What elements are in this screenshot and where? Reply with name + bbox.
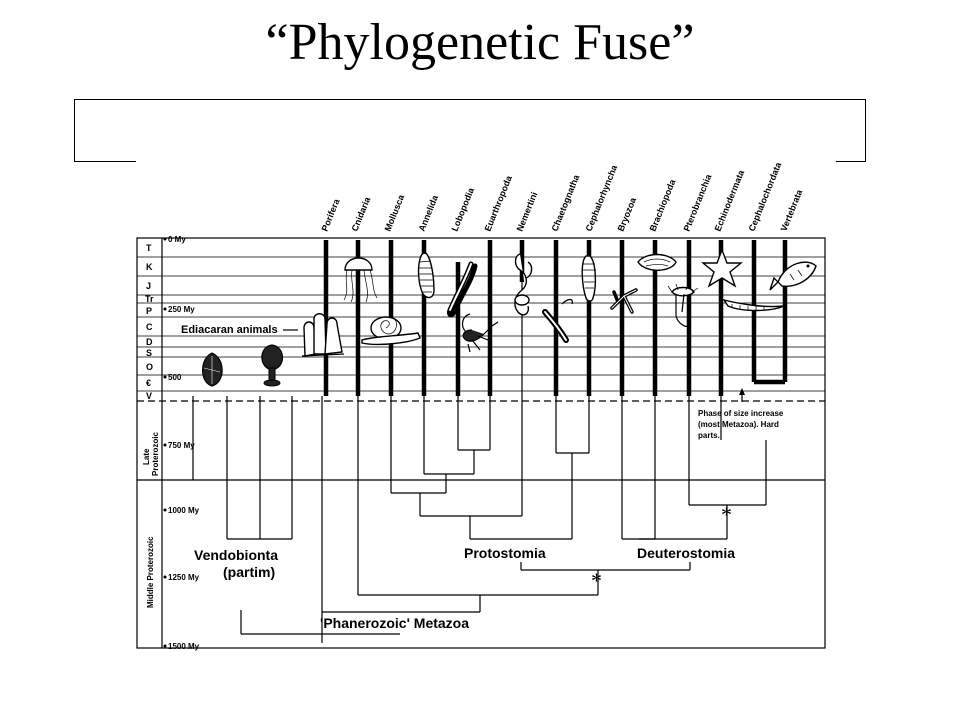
metazoa-label: 'Phanerozoic' Metazoa	[320, 615, 469, 631]
protostomia-label: Protostomia	[464, 545, 546, 561]
taxon-label: Lobopodia	[450, 185, 477, 232]
deuterostomia-label: Deuterostomia	[637, 545, 735, 561]
ediacaran-label: Ediacaran animals	[181, 324, 278, 336]
taxon-label: Chaetognatha	[550, 172, 582, 232]
bryozoan-icon	[610, 288, 638, 314]
taxon-label: Cephalorhyncha	[584, 163, 620, 233]
period-lines	[137, 256, 825, 481]
period-label: S	[146, 348, 152, 358]
taxon-label: Vertebrata	[779, 187, 805, 232]
size-increase-note: Phase of size increase (most Metazoa). H…	[698, 409, 784, 440]
period-label: C	[146, 322, 153, 332]
time-label: 1250 My	[168, 573, 200, 582]
taxon-label: Bryozoa	[616, 195, 639, 233]
taxon-label: Euarthropoda	[483, 173, 515, 232]
time-label: 250 My	[168, 305, 195, 314]
period-label: T	[146, 243, 152, 253]
taxon-label: Mollusca	[383, 192, 407, 232]
taxon-labels: Porifera Cnidaria Mollusca Annelida Lobo…	[320, 160, 805, 233]
time-label: 750 My	[168, 441, 195, 450]
asterisk-marker: *	[591, 568, 602, 593]
taxon-label: Porifera	[320, 197, 342, 233]
period-label: K	[146, 262, 153, 272]
period-label: P	[146, 306, 152, 316]
period-label: V	[146, 391, 152, 401]
tree-lines	[192, 282, 767, 643]
time-label: 500	[168, 373, 182, 382]
taxon-label: Nemertini	[515, 191, 540, 233]
time-labels: 0 My 250 My 500 750 My 1000 My 1250 My 1…	[163, 235, 200, 651]
ediacaran-disc-icon	[261, 344, 284, 387]
era-label: Late	[142, 448, 151, 465]
annelid-worm-icon	[417, 252, 435, 299]
priapulid-icon	[581, 255, 597, 302]
time-label: 1000 My	[168, 506, 200, 515]
sponge-icon	[301, 313, 345, 357]
era-label: Middle Proterozoic	[146, 536, 155, 608]
chaetognath-icon	[542, 298, 573, 343]
note-line: parts.	[698, 431, 720, 440]
lobopod-worm-icon	[447, 261, 478, 318]
period-label: D	[146, 337, 153, 347]
jellyfish-icon	[343, 257, 378, 304]
time-label: 1500 My	[168, 642, 200, 651]
taxon-label: Cnidaria	[350, 195, 373, 233]
vendobionta-partim-label: (partim)	[223, 564, 275, 580]
scorpion-icon	[461, 313, 499, 353]
note-line: Phase of size increase	[698, 409, 784, 418]
period-labels: T K J Tr P C D S O € V	[145, 243, 154, 401]
taxon-label: Annelida	[417, 193, 441, 233]
period-label: Tr	[145, 294, 154, 304]
taxon-label: Pterobranchia	[682, 172, 714, 233]
fish-icon	[769, 261, 817, 291]
lancelet-icon	[722, 298, 785, 312]
era-labels: Late Proterozoic Middle Proterozoic	[142, 431, 160, 608]
starfish-icon	[701, 248, 743, 288]
pterobranch-icon	[667, 283, 699, 328]
chart-frame	[136, 237, 826, 649]
period-label: €	[146, 378, 151, 388]
nemertean-icon	[514, 253, 533, 316]
vendobionta-label: Vendobionta	[194, 547, 278, 563]
asterisk-marker: *	[721, 502, 732, 527]
note-line: (most Metazoa). Hard	[698, 420, 779, 429]
snail-icon	[361, 316, 421, 346]
period-label: O	[146, 362, 153, 372]
time-label: 0 My	[168, 235, 186, 244]
period-label: J	[146, 281, 151, 291]
slide-title: “Phylogenetic Fuse”	[265, 14, 695, 71]
brachiopod-icon	[637, 253, 677, 271]
era-label: Proterozoic	[151, 431, 160, 476]
taxon-label: Echinodermata	[713, 168, 747, 233]
taxon-label: Brachiopoda	[648, 177, 678, 233]
frame-box	[74, 99, 866, 162]
taxon-label: Cephalochordata	[747, 160, 784, 233]
ediacaran-frond-icon	[202, 352, 223, 387]
